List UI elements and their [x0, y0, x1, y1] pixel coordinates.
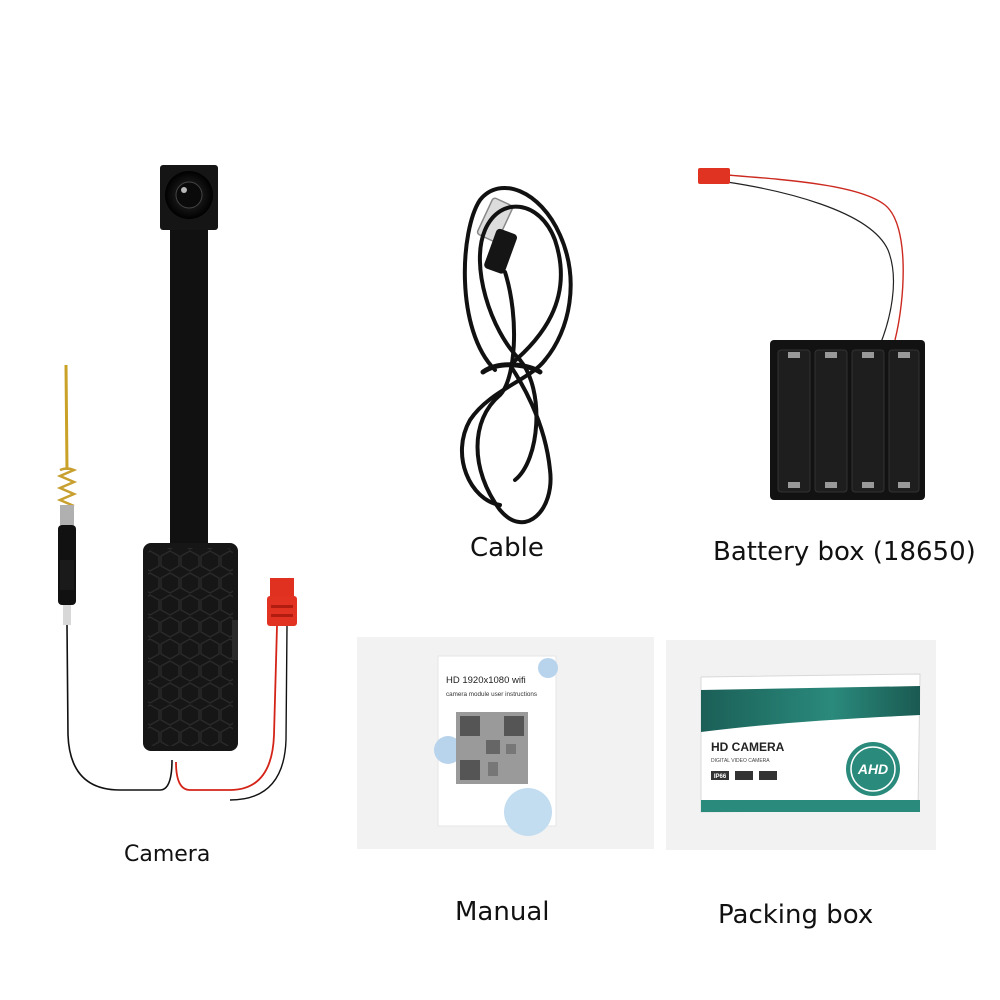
- power-connector: [175, 578, 297, 801]
- camera-body: [143, 543, 238, 751]
- camera-module: [56, 165, 297, 801]
- battery-connector: [698, 168, 730, 184]
- box-badge: AHD: [857, 761, 888, 777]
- caption-manual: Manual: [455, 897, 550, 927]
- ribbon-cable: [170, 220, 208, 550]
- box-title: HD CAMERA: [711, 740, 785, 754]
- box-chip: IP66: [714, 774, 727, 780]
- manual-subheading: camera module user instructions: [446, 691, 537, 698]
- caption-battery: Battery box (18650): [713, 537, 976, 567]
- caption-camera: Camera: [124, 842, 211, 867]
- camera-lens: [160, 165, 218, 230]
- packing-box: AHD HD CAMERA DIGITAL VIDEO CAMERA IP66: [666, 640, 936, 850]
- manual-booklet: [357, 637, 654, 849]
- caption-packing: Packing box: [718, 900, 874, 930]
- manual-heading: HD 1920x1080 wifi: [446, 675, 526, 686]
- battery-box: [698, 168, 925, 500]
- antenna: [56, 364, 173, 791]
- caption-cable: Cable: [470, 533, 544, 563]
- box-subtitle: DIGITAL VIDEO CAMERA: [711, 758, 770, 764]
- usb-cable: [459, 185, 573, 525]
